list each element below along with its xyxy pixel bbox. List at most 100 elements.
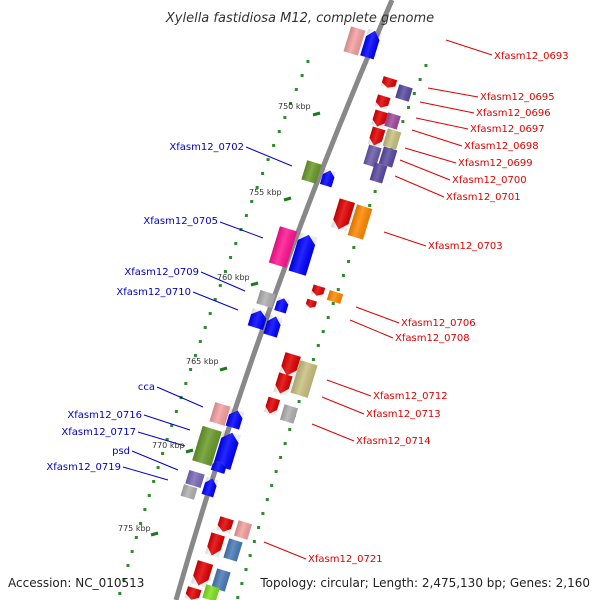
kbp-tick-mark-765 [219, 366, 228, 372]
gene-block[interactable] [380, 76, 398, 90]
leader-line [156, 386, 204, 408]
label-xfasm12-0697[interactable]: Xfasm12_0697 [470, 124, 545, 135]
gene-block[interactable] [369, 162, 388, 184]
kbp-tick-mark-755 [283, 196, 292, 202]
label-xfasm12-0705[interactable]: Xfasm12_0705 [143, 216, 218, 227]
gene-block[interactable] [180, 484, 198, 500]
track-dot [373, 190, 377, 193]
gene-block[interactable] [263, 314, 283, 338]
gene-block[interactable] [310, 284, 326, 298]
label-xfasm12-0717[interactable]: Xfasm12_0717 [61, 427, 136, 438]
label-xfasm12-0703[interactable]: Xfasm12_0703 [428, 241, 503, 252]
gene-block[interactable] [213, 430, 241, 470]
gene-block[interactable] [211, 568, 231, 592]
gene-block[interactable] [326, 290, 344, 304]
gene-block[interactable] [233, 520, 253, 540]
gene-block[interactable] [330, 198, 356, 232]
track-dot [126, 564, 130, 567]
label-xfasm12-0713[interactable]: Xfasm12_0713 [366, 409, 441, 420]
label-xfasm12-0706[interactable]: Xfasm12_0706 [401, 318, 476, 329]
track-dot [368, 204, 372, 207]
leader-line [394, 175, 445, 198]
label-xfasm12-0714[interactable]: Xfasm12_0714 [356, 436, 431, 447]
gene-block[interactable] [360, 28, 382, 60]
leader-line [143, 414, 191, 431]
gene-block[interactable] [201, 476, 219, 498]
label-xfasm12-0710[interactable]: Xfasm12_0710 [116, 287, 191, 298]
leader-line [355, 306, 400, 324]
gene-block[interactable] [263, 396, 281, 416]
gene-block[interactable] [223, 538, 243, 562]
gene-block[interactable] [384, 112, 401, 130]
gene-block[interactable] [367, 126, 386, 148]
kbp-tick-mark-760 [250, 281, 259, 287]
gene-block[interactable] [184, 586, 202, 600]
gene-block[interactable] [273, 372, 293, 396]
leader-line [445, 39, 493, 56]
gene-block[interactable] [290, 360, 318, 398]
label-xfasm12-0699[interactable]: Xfasm12_0699 [458, 158, 533, 169]
track-dot [401, 120, 405, 123]
gene-block[interactable] [378, 146, 398, 168]
track-dot [297, 400, 301, 403]
gene-block[interactable] [347, 204, 373, 240]
kbp-tick-765: 765 kbp [186, 357, 219, 366]
label-xfasm12-0696[interactable]: Xfasm12_0696 [476, 108, 551, 119]
leader-line [245, 146, 293, 167]
track-dot [203, 326, 207, 329]
leader-line [404, 147, 457, 164]
label-xfasm12-0712[interactable]: Xfasm12_0712 [373, 391, 448, 402]
label-xfasm12-0695[interactable]: Xfasm12_0695 [480, 92, 555, 103]
track-dot [198, 340, 202, 343]
gene-block[interactable] [288, 232, 318, 276]
label-xfasm12-0701[interactable]: Xfasm12_0701 [446, 192, 521, 203]
track-dot [234, 242, 238, 245]
label-xfasm12-0719[interactable]: Xfasm12_0719 [46, 462, 121, 473]
leader-line [326, 379, 372, 397]
gene-block[interactable] [268, 226, 298, 268]
gene-block[interactable] [216, 516, 234, 534]
label-xfasm12-0698[interactable]: Xfasm12_0698 [464, 141, 539, 152]
gene-block[interactable] [305, 298, 317, 310]
gene-block[interactable] [274, 296, 290, 314]
label-xfasm12-0693[interactable]: Xfasm12_0693 [494, 51, 569, 62]
gene-block[interactable] [185, 469, 205, 489]
track-dot [147, 494, 151, 497]
gene-block[interactable] [395, 84, 413, 102]
gene-block[interactable] [382, 128, 402, 150]
gene-block[interactable] [279, 404, 299, 424]
track-dot [288, 428, 292, 431]
gene-block[interactable] [279, 352, 301, 378]
gene-block[interactable] [190, 560, 214, 588]
gene-block[interactable] [192, 425, 222, 467]
label-cca[interactable]: cca [138, 382, 155, 393]
track-dot [165, 438, 169, 441]
label-xfasm12-0700[interactable]: Xfasm12_0700 [452, 175, 527, 186]
label-xfasm12-0721[interactable]: Xfasm12_0721 [308, 554, 383, 565]
gene-block[interactable] [370, 109, 389, 129]
gene-block[interactable] [209, 402, 231, 426]
gene-block[interactable] [374, 94, 391, 110]
gene-block[interactable] [247, 308, 269, 330]
gene-block[interactable] [256, 289, 276, 309]
label-xfasm12-0708[interactable]: Xfasm12_0708 [395, 333, 470, 344]
label-xfasm12-0702[interactable]: Xfasm12_0702 [169, 142, 244, 153]
label-xfasm12-0716[interactable]: Xfasm12_0716 [67, 410, 142, 421]
genome-summary-text: Topology: circular; Length: 2,475,130 bp… [259, 576, 590, 590]
gene-block[interactable] [202, 584, 220, 600]
track-dot [139, 522, 143, 525]
leader-line [131, 450, 179, 471]
gene-block[interactable] [363, 144, 382, 168]
label-xfasm12-0709[interactable]: Xfasm12_0709 [124, 267, 199, 278]
gene-block[interactable] [225, 408, 245, 430]
track-dot [152, 480, 156, 483]
kbp-tick-760: 760 kbp [217, 273, 250, 282]
gene-block[interactable] [319, 168, 337, 188]
gene-block[interactable] [343, 26, 366, 56]
gene-block[interactable] [301, 160, 322, 184]
label-psd[interactable]: psd [112, 446, 130, 457]
leader-line [192, 291, 239, 311]
gene-block[interactable] [210, 460, 228, 474]
gene-block[interactable] [205, 532, 225, 558]
track-dot [170, 424, 174, 427]
